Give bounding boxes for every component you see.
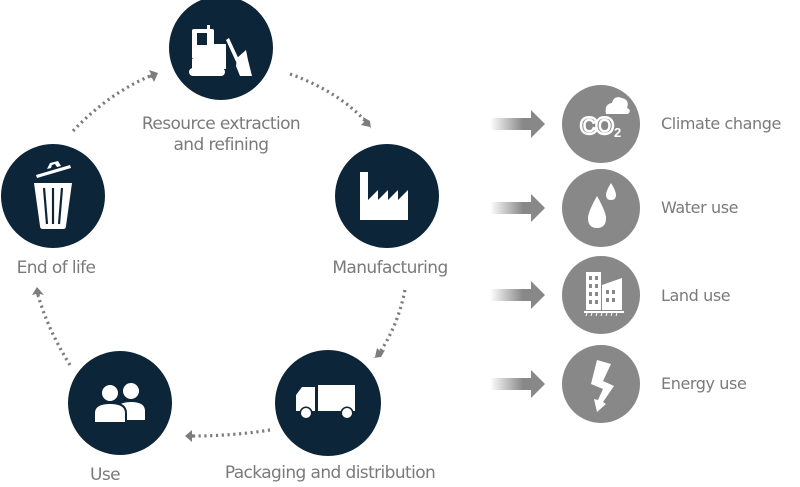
- arrowhead-icon: [361, 117, 371, 129]
- co2-text: CO: [580, 113, 613, 140]
- impact-label-water: Water use: [661, 198, 739, 217]
- impact-arrow-land: [490, 281, 545, 309]
- stage-label-line: Resource extraction: [141, 114, 301, 134]
- impact-label-energy: Energy use: [661, 374, 747, 393]
- bulldozer-icon: [189, 25, 252, 76]
- flow-arrow-use-to-endoflife: [36, 294, 72, 366]
- buildings-icon: [584, 272, 624, 317]
- stage-label-manufacturing: Manufacturing: [332, 258, 448, 278]
- arrowhead-icon: [32, 287, 44, 298]
- stage-label-line: and refining: [173, 135, 269, 155]
- users-icon: [93, 381, 147, 424]
- co2-cloud-icon: CO 2: [579, 97, 630, 141]
- trash-can-icon: [34, 161, 72, 229]
- truck-icon: [296, 385, 355, 420]
- impact-arrow-energy: [490, 370, 545, 398]
- stage-label-use: Use: [90, 465, 121, 485]
- arrowhead-icon: [148, 70, 158, 82]
- co2-subscript: 2: [614, 125, 621, 140]
- flow-arrow-packaging-to-use: [191, 428, 271, 438]
- lightning-bolt-icon: [591, 360, 614, 412]
- impact-arrows: [490, 110, 545, 398]
- arrowhead-icon: [373, 348, 385, 358]
- water-drops-icon: [588, 183, 616, 228]
- stage-label-resource-extraction: Resource extraction and refining: [121, 114, 321, 156]
- impact-label-land: Land use: [661, 286, 731, 305]
- impact-label-climate: Climate change: [661, 114, 781, 133]
- impact-arrow-water: [490, 194, 545, 222]
- impact-arrow-climate: [490, 110, 545, 138]
- factory-icon: [360, 172, 408, 220]
- stage-label-end-of-life: End of life: [16, 258, 96, 278]
- stage-label-packaging: Packaging and distribution: [224, 463, 436, 483]
- flow-arrow-manufacturing-to-packaging: [378, 289, 407, 353]
- arrowhead-icon: [185, 430, 196, 442]
